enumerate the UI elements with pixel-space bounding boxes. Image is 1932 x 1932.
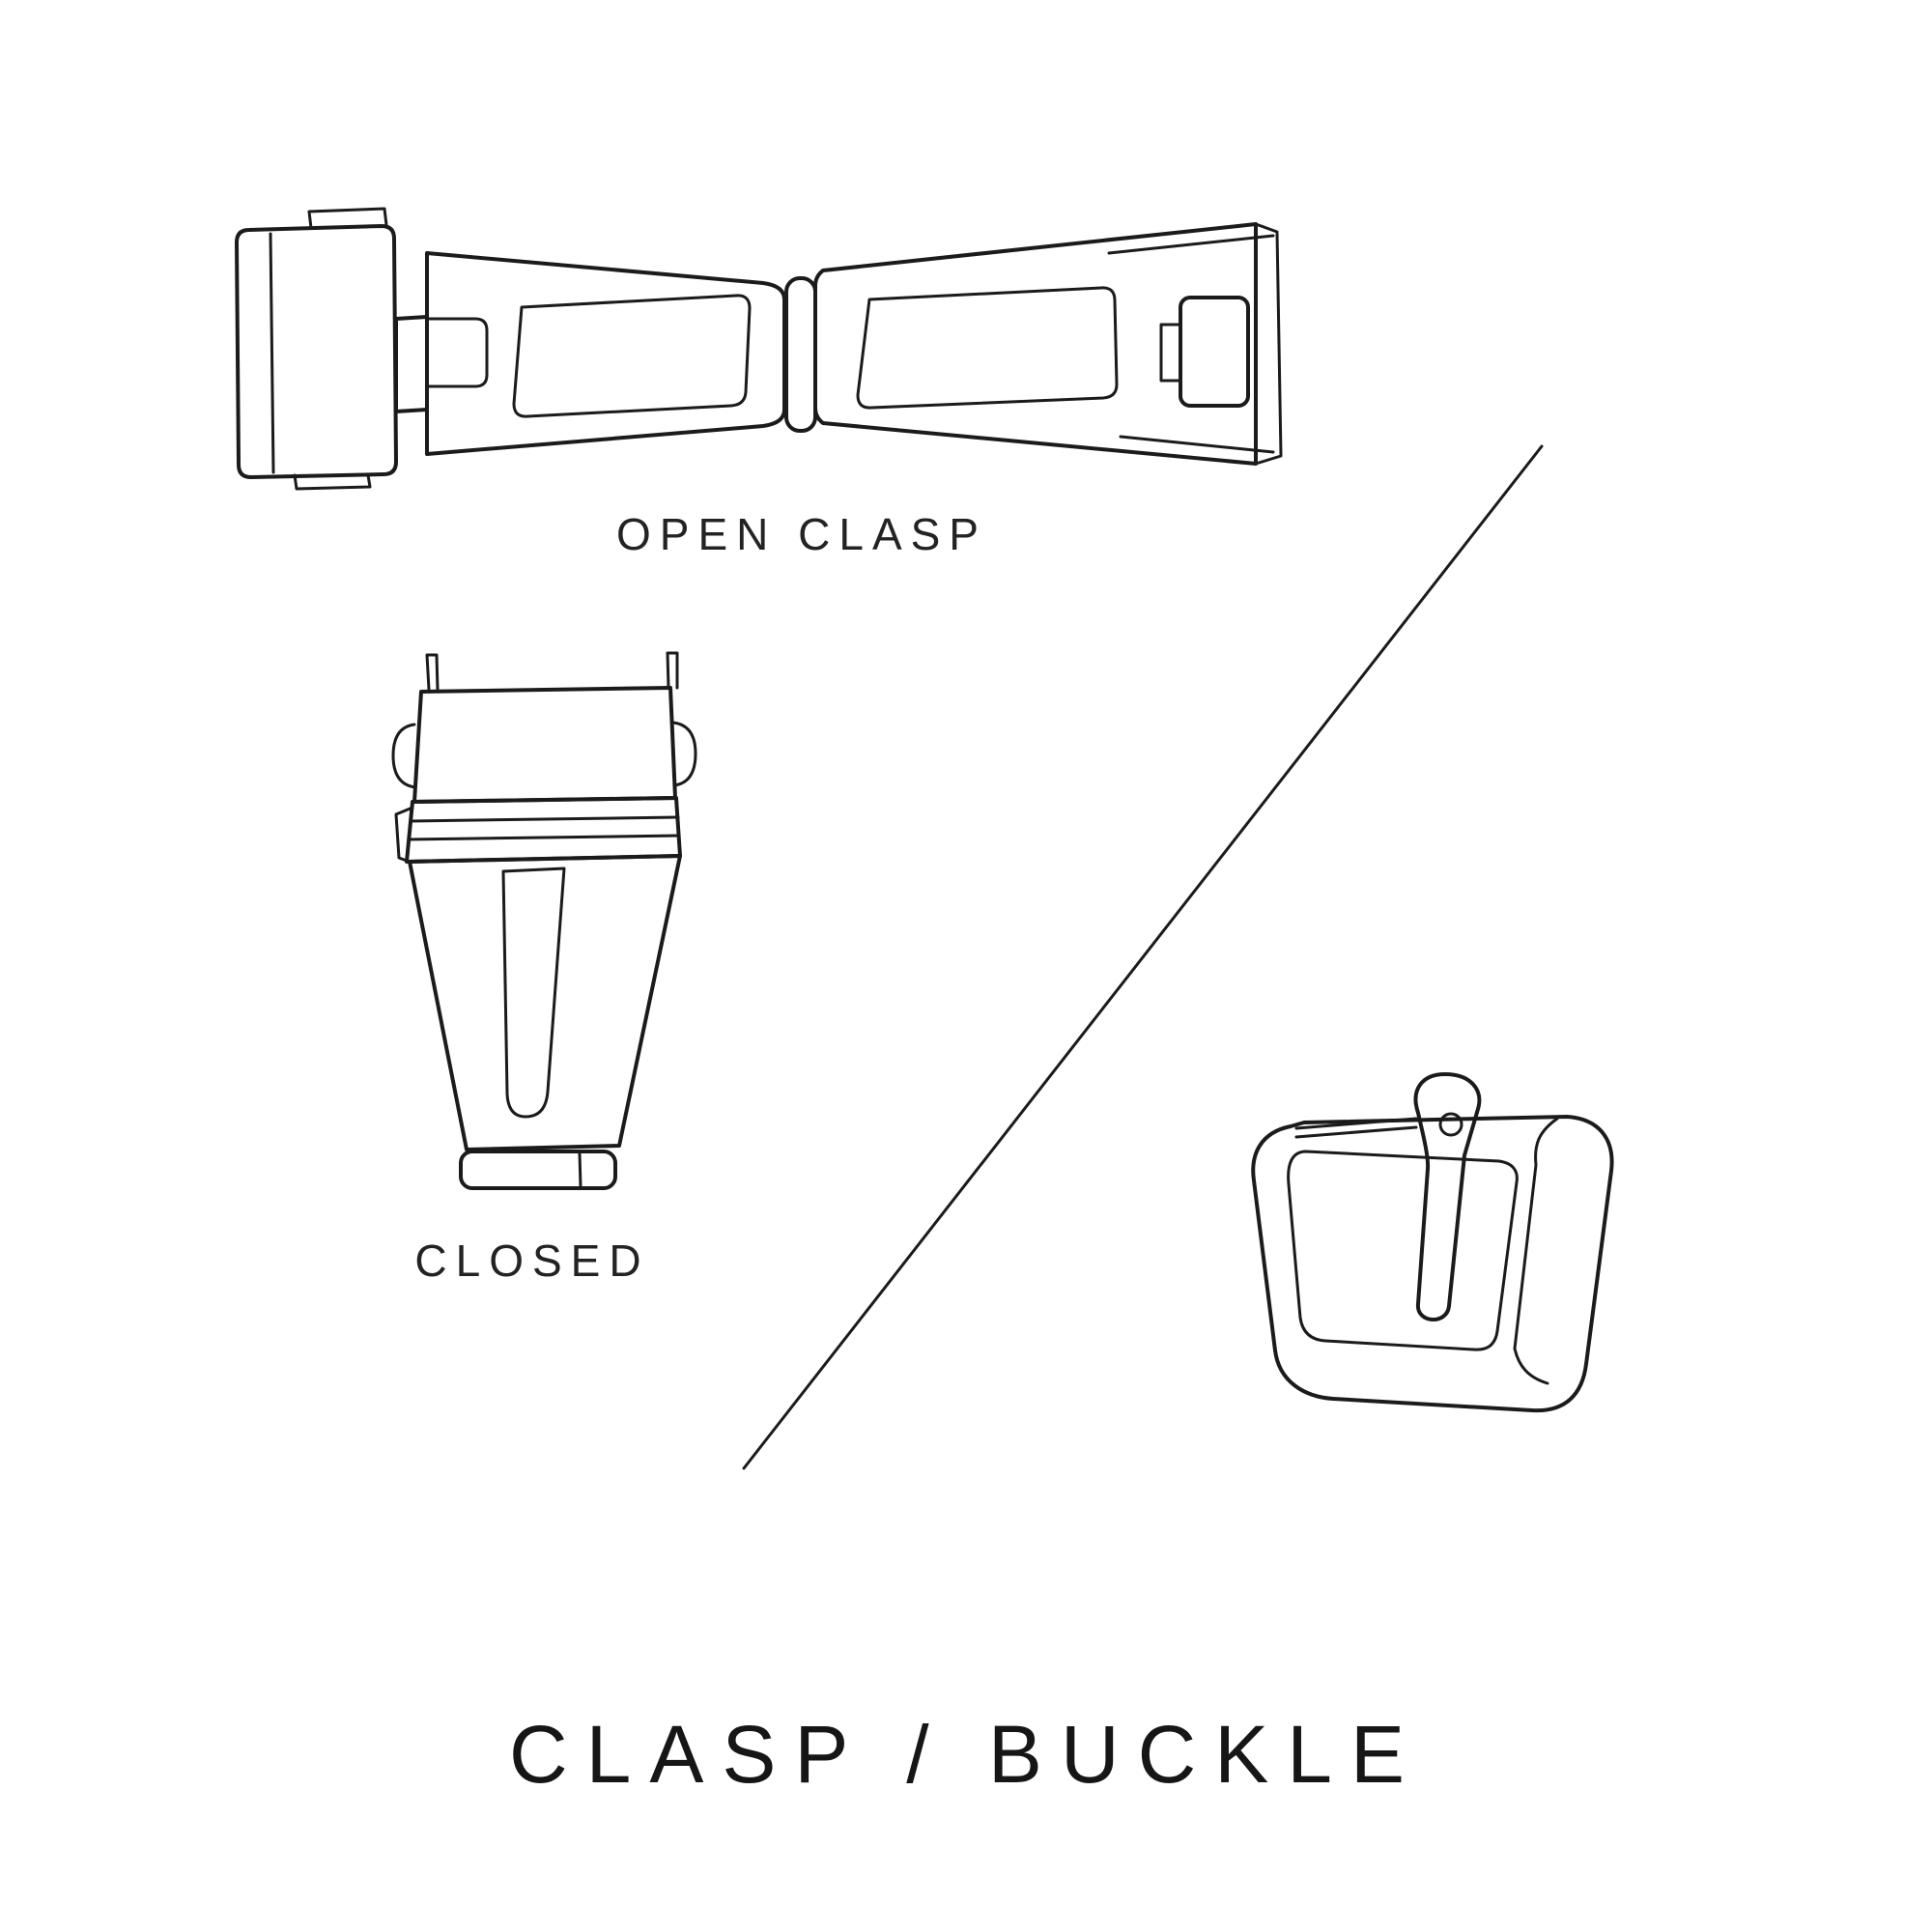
- closed-clasp-illustration-icon: [391, 651, 697, 1190]
- buckle-illustration-icon: [1251, 1072, 1614, 1413]
- closed-clasp-label: CLOSED: [414, 1236, 650, 1286]
- open-clasp-illustration-icon: [235, 207, 1283, 491]
- page-title: CLASP / BUCKLE: [508, 1709, 1424, 1800]
- diagonal-divider-line: [742, 444, 1544, 1470]
- open-clasp-label: OPEN CLASP: [616, 509, 987, 559]
